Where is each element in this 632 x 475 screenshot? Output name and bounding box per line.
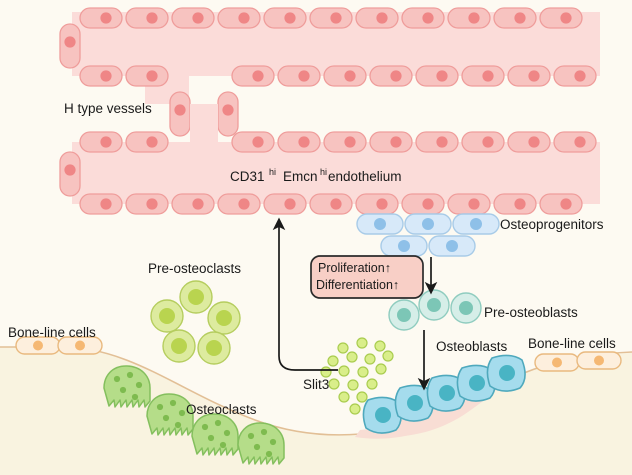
label-bone-line-cells-left: Bone-line cells xyxy=(8,325,96,340)
label-endothelium: CD31 hi Emcn hi endothelium xyxy=(230,167,402,184)
callout-line-2: Differentiation↑ xyxy=(316,278,399,292)
arrow-slit3-to-endothelium xyxy=(272,217,338,371)
label-endothelium-sup-1: hi xyxy=(269,167,276,177)
bone-line-cells-left xyxy=(15,336,103,355)
label-osteoprogenitors: Osteoprogenitors xyxy=(500,217,604,232)
bone-region xyxy=(0,346,632,475)
callout-proliferation-differentiation[interactable]: Proliferation↑ Differentiation↑ xyxy=(310,255,424,299)
endothelial-cell-left-cap-top xyxy=(59,23,81,69)
endothelial-cell-branch-left xyxy=(169,91,191,137)
label-endothelium-sup-2: hi xyxy=(320,167,327,177)
endothelial-cell-left-cap-bottom xyxy=(59,151,81,197)
label-slit3: Slit3 xyxy=(303,377,329,392)
endothelial-cells-top-upper xyxy=(79,7,583,29)
osteoclast-cells xyxy=(103,365,285,465)
label-endothelium-cd31: CD31 xyxy=(230,169,265,184)
endothelial-cells-bottom-lower xyxy=(79,193,583,215)
label-pre-osteoblasts: Pre-osteoblasts xyxy=(484,305,578,320)
osteoblast-cells xyxy=(362,354,526,434)
endothelial-cell-branch-right xyxy=(217,91,239,137)
h-type-vessel-bottom xyxy=(59,104,600,215)
h-type-vessel-top xyxy=(59,7,600,137)
callout-line-1: Proliferation↑ xyxy=(318,261,391,275)
endothelial-cells-top-lower-left xyxy=(79,65,169,87)
label-osteoblasts: Osteoblasts xyxy=(436,339,508,354)
label-osteoclasts: Osteoclasts xyxy=(186,402,257,417)
endothelial-cells-bottom-upper-right xyxy=(231,131,597,153)
bone-line-cells-right xyxy=(534,351,622,372)
endothelial-cells-top-lower-right xyxy=(231,65,597,87)
label-endothelium-tail: endothelium xyxy=(328,169,402,184)
label-pre-osteoclasts: Pre-osteoclasts xyxy=(148,261,241,276)
pre-osteoclast-cells xyxy=(150,280,241,365)
endothelial-cells-bottom-upper-left xyxy=(79,131,169,153)
osteoprogenitor-cells xyxy=(356,213,500,257)
label-endothelium-emcn: Emcn xyxy=(283,169,318,184)
slit3-molecules xyxy=(320,337,394,415)
label-bone-line-cells-right: Bone-line cells xyxy=(528,336,616,351)
pre-osteoblast-cells xyxy=(388,289,482,331)
label-h-type-vessels: H type vessels xyxy=(64,101,152,116)
